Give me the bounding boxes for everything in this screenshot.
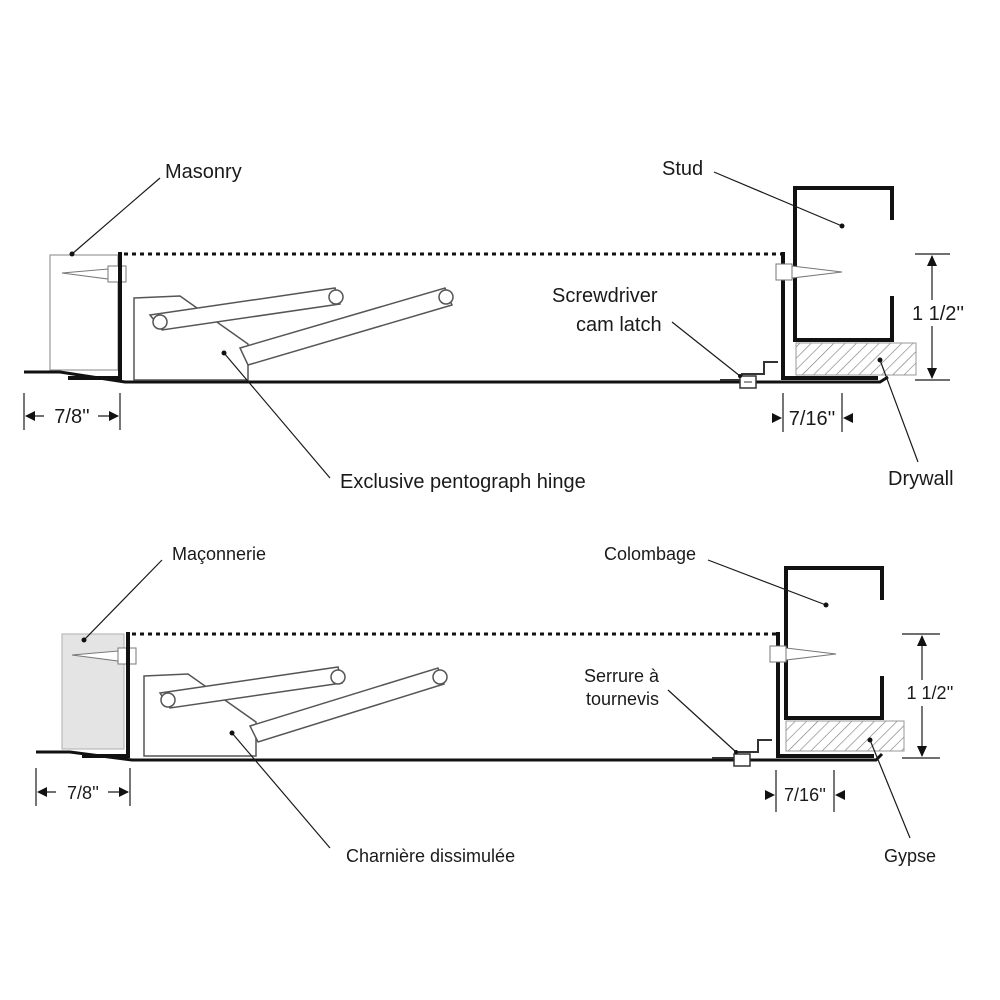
- latch-label-line2: tournevis: [586, 689, 659, 709]
- latch-label-line2: cam latch: [576, 314, 662, 336]
- right-offset-dimension: [765, 770, 845, 812]
- right-offset-label: 7/16'': [789, 408, 836, 430]
- left-offset-dimension: [23, 393, 121, 430]
- stud-label: Stud: [662, 158, 703, 180]
- right-frame-flange: [781, 252, 878, 380]
- french-section: 1 1/2'' 7/8'' 7/16'' Maçonnerie Colombag…: [35, 544, 966, 866]
- drywall-label: Drywall: [888, 468, 954, 490]
- door-panel: [24, 370, 889, 384]
- masonry-label: Masonry: [165, 161, 242, 183]
- left-frame-flange: [68, 252, 122, 380]
- drywall-label: Gypse: [884, 846, 936, 866]
- masonry-anchor-screw: [71, 647, 137, 665]
- door-panel: [36, 750, 884, 762]
- latch-label-line1: Serrure à: [584, 666, 660, 686]
- left-offset-dimension: [35, 768, 131, 806]
- hinge-label: Charnière dissimulée: [346, 846, 515, 866]
- pentograph-hinge: [133, 287, 454, 381]
- left-offset-label: 7/8'': [67, 783, 99, 803]
- stud: [793, 186, 894, 342]
- stud: [784, 566, 884, 720]
- height-label: 1 1/2'': [912, 303, 964, 325]
- concealed-hinge: [143, 666, 448, 757]
- right-offset-dimension: [772, 393, 853, 432]
- screwdriver-cam-latch: [720, 361, 778, 389]
- left-offset-label: 7/8'': [54, 406, 89, 428]
- drywall: [795, 342, 917, 376]
- right-frame-flange: [776, 632, 874, 758]
- stud-screw: [769, 645, 837, 663]
- stud-screw: [775, 263, 843, 281]
- screwdriver-cam-latch: [712, 739, 772, 767]
- english-section: 1 1/2'' 7/8'' 7/16'' Masonry Stud Screwd…: [23, 158, 974, 493]
- height-label: 1 1/2'': [907, 683, 954, 703]
- right-offset-label: 7/16'': [784, 785, 826, 805]
- hinge-label: Exclusive pentograph hinge: [340, 471, 586, 493]
- drywall: [785, 720, 905, 752]
- masonry-label: Maçonnerie: [172, 544, 266, 564]
- latch-label-line1: Screwdriver: [552, 285, 658, 307]
- stud-label: Colombage: [604, 544, 696, 564]
